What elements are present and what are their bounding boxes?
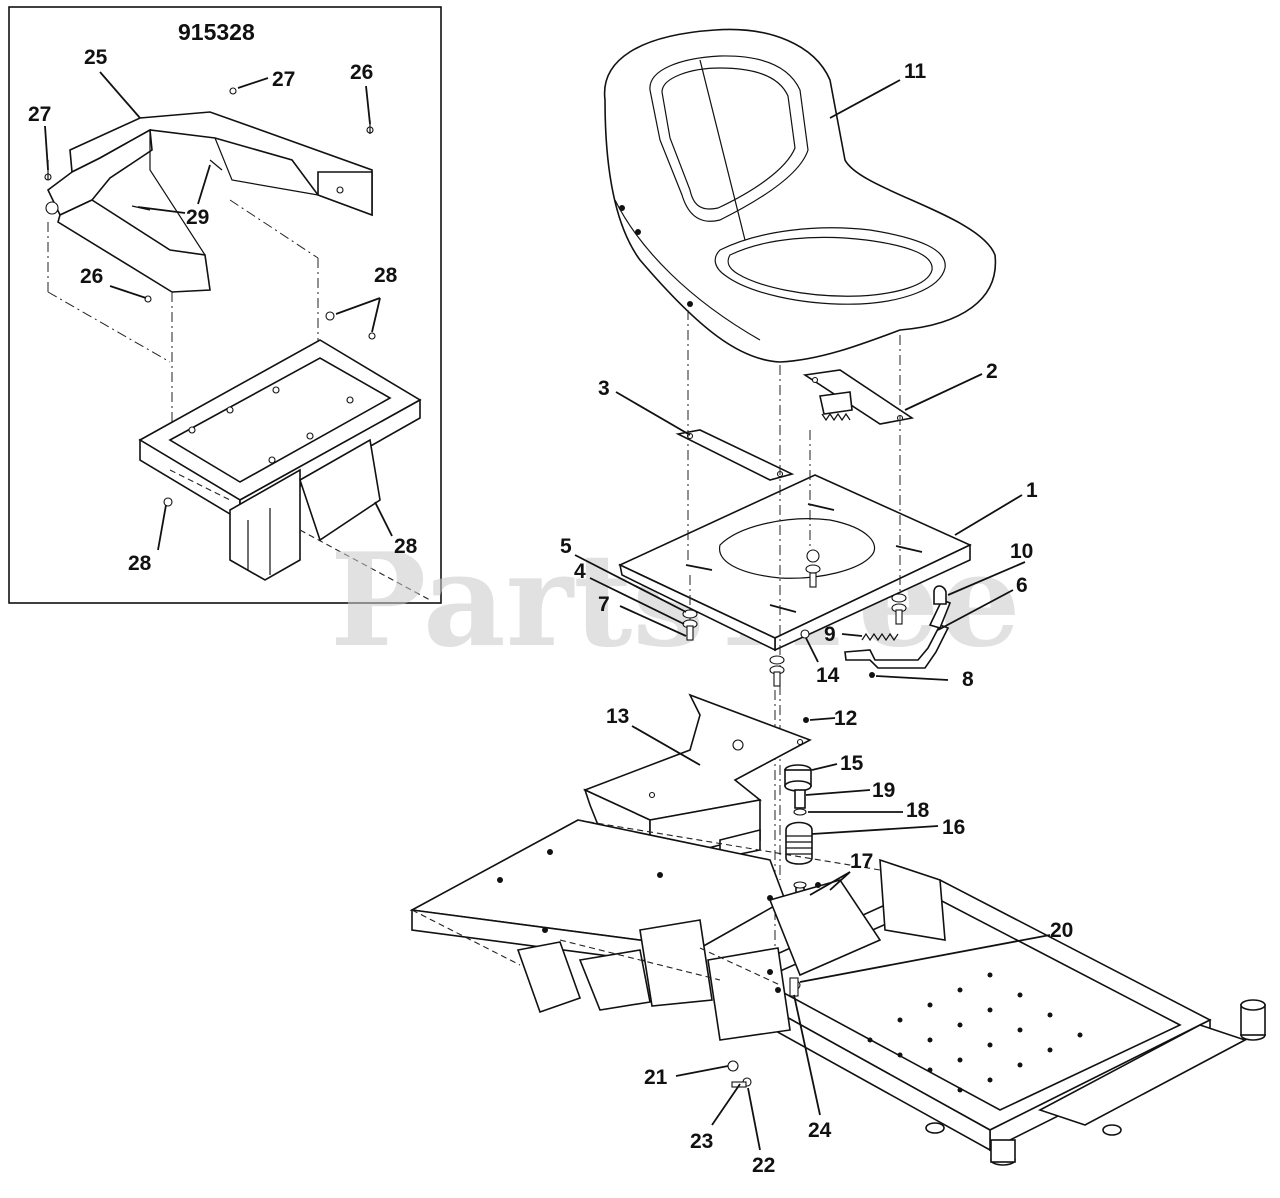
callout-6: 4 — [574, 560, 586, 583]
callout-1: 1 — [1026, 479, 1038, 502]
callout-28: 28 — [128, 552, 152, 575]
callout-20: 20 — [1050, 919, 1073, 942]
adjust-lever-part — [844, 585, 952, 669]
callout-28: 28 — [374, 264, 398, 287]
inset-title: 915328 — [178, 19, 255, 45]
callout-24: 24 — [808, 1119, 832, 1142]
callout-26: 26 — [80, 265, 103, 288]
callout-7: 7 — [598, 593, 610, 616]
inset-callouts: 915328 25 27 26 27 29 26 28 28 28 — [28, 19, 418, 575]
seat-pan-part — [618, 474, 972, 652]
seat-part — [603, 28, 997, 363]
callout-5: 5 — [560, 535, 572, 558]
callout-21: 21 — [644, 1066, 668, 1089]
inset-frame — [138, 339, 431, 601]
platform-holes — [867, 972, 1083, 1093]
callout-11: 11 — [904, 60, 927, 83]
callout-15: 15 — [840, 752, 864, 775]
callout-16: 16 — [942, 816, 965, 839]
fasteners — [682, 564, 907, 723]
callout-19: 19 — [872, 779, 895, 802]
callout-3: 3 — [598, 377, 610, 400]
callout-27: 27 — [272, 68, 295, 91]
callout-2: 2 — [986, 360, 998, 383]
callout-13: 13 — [606, 705, 629, 728]
callout-25: 25 — [84, 46, 108, 69]
callout-27: 27 — [28, 103, 51, 126]
callout-17: 17 — [850, 850, 873, 873]
callout-23: 23 — [690, 1130, 713, 1153]
callout-12: 12 — [834, 707, 857, 730]
seat-strip-plate — [675, 429, 795, 481]
callout-22: 22 — [752, 1154, 775, 1177]
callout-26: 26 — [350, 61, 373, 84]
callout-10: 10 — [1010, 540, 1033, 563]
callout-14: 14 — [816, 664, 840, 687]
callout-4: 6 — [1016, 574, 1028, 597]
spring-stack — [784, 764, 813, 916]
main-frame — [409, 819, 1266, 1166]
callout-8: 8 — [962, 668, 974, 691]
callout-29: 29 — [186, 206, 209, 229]
callout-28: 28 — [394, 535, 418, 558]
inset-panel — [8, 6, 442, 604]
heat-shield-part — [45, 111, 373, 293]
seat-slide-plate — [802, 369, 915, 425]
leader-lines — [574, 79, 1051, 1151]
callout-9: 9 — [824, 623, 836, 646]
main-callouts: 11 2 3 1 10 5 6 4 7 9 14 8 13 12 15 19 1… — [560, 60, 1073, 1177]
callout-18: 18 — [906, 799, 930, 822]
